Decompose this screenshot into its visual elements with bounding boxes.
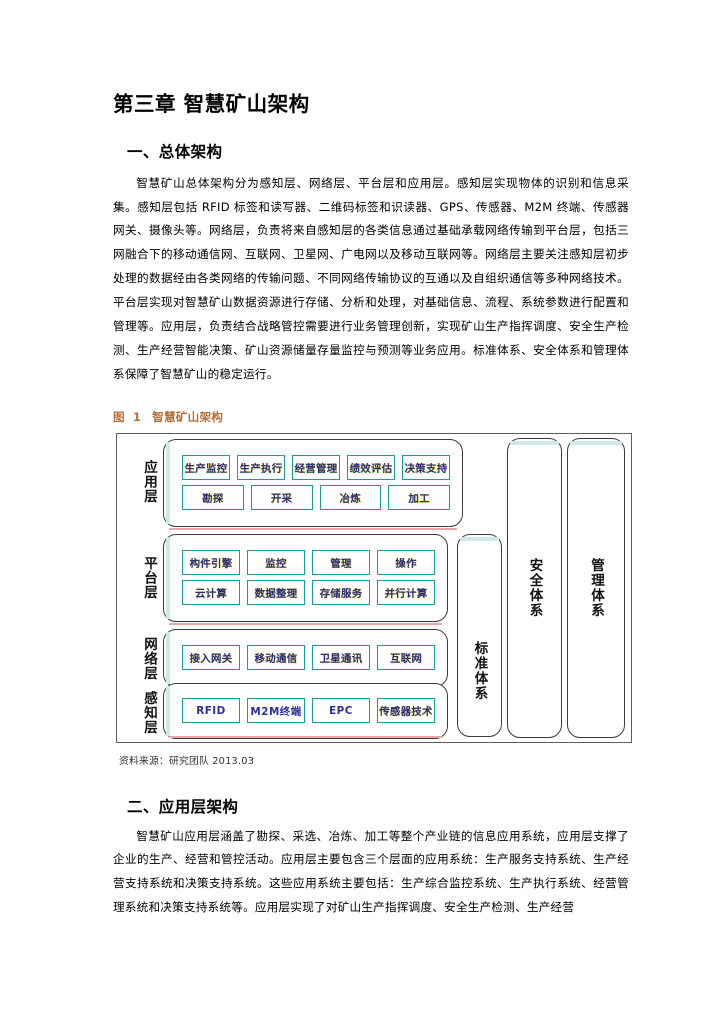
node-epc[interactable]: EPC [312,698,370,723]
node-mining[interactable]: 开采 [250,485,313,510]
node-data-organization[interactable]: 数据整理 [247,580,305,605]
paragraph-overall-architecture: 智慧矿山总体架构分为感知层、网络层、平台层和应用层。感知层实现物体的识别和信息采… [113,175,629,381]
layer-band-network: 接入网关 移动通信 卫星通讯 互联网 [163,628,448,687]
vertical-label-security-system: 安全体系 [526,557,543,618]
separator-perception [169,735,442,738]
node-m2m-terminal[interactable]: M2M终端 [247,698,305,723]
platform-row-2: 云计算 数据整理 存储服务 并行计算 [182,580,435,605]
figure-smart-mine-architecture: 应用层 平台层 网络层 感知层 生产监控 生产执行 经营管理 绩效评估 决策支持 [116,432,632,767]
node-component-engine[interactable]: 构件引擎 [182,550,240,575]
layer-label-application: 应用层 [141,459,157,504]
node-management[interactable]: 管理 [312,550,370,575]
perception-row-1: RFID M2M终端 EPC 传感器技术 [182,698,435,723]
chapter-title: 第三章 智慧矿山架构 [113,92,310,116]
figure-caption-title: 智慧矿山架构 [152,409,224,424]
node-parallel-computing[interactable]: 并行计算 [377,580,435,605]
layer-band-application: 生产监控 生产执行 经营管理 绩效评估 决策支持 勘探 开采 冶炼 加工 [163,438,463,527]
separator-platform [169,622,442,625]
vertical-column-standards-system: 标准体系 [457,533,502,737]
node-production-execution[interactable]: 生产执行 [237,455,285,480]
node-sensor-technology[interactable]: 传感器技术 [377,698,435,723]
figure-caption-prefix: 图 [113,409,125,424]
application-row-1: 生产监控 生产执行 经营管理 绩效评估 决策支持 [182,455,450,480]
section-heading-overall-architecture: 一、总体架构 [127,142,223,161]
application-row-2: 勘探 开采 冶炼 加工 [182,485,450,510]
vertical-label-management-system: 管理体系 [588,557,604,618]
node-operation[interactable]: 操作 [377,550,435,575]
node-processing[interactable]: 加工 [388,485,450,510]
network-row-1: 接入网关 移动通信 卫星通讯 互联网 [182,645,435,670]
node-rfid[interactable]: RFID [182,698,240,723]
figure-caption-number: 1 [132,409,142,424]
node-exploration[interactable]: 勘探 [182,485,244,510]
paragraph-application-layer-architecture: 智慧矿山应用层涵盖了勘探、采选、冶炼、加工等整个产业链的信息应用系统，应用层支撑… [113,828,629,915]
node-access-gateway[interactable]: 接入网关 [182,645,240,670]
node-monitoring[interactable]: 监控 [247,550,305,575]
node-satellite-communication[interactable]: 卫星通讯 [312,645,370,670]
layer-label-platform: 平台层 [141,555,157,600]
node-decision-support[interactable]: 决策支持 [402,455,450,480]
node-cloud-computing[interactable]: 云计算 [182,580,240,605]
node-production-monitoring[interactable]: 生产监控 [182,455,230,480]
node-business-management[interactable]: 经营管理 [292,455,340,480]
section-heading-application-layer-architecture: 二、应用层架构 [127,797,239,816]
layer-label-network: 网络层 [141,636,157,681]
vertical-label-standards-system: 标准体系 [471,641,488,701]
figure-source-note: 资料来源：研究团队 2013.03 [119,755,255,767]
node-storage-service[interactable]: 存储服务 [312,580,370,605]
vertical-column-management-system: 管理体系 [567,437,625,738]
layer-band-perception: RFID M2M终端 EPC 传感器技术 [163,682,448,739]
separator-application [169,527,457,530]
node-internet[interactable]: 互联网 [377,645,435,670]
layer-label-perception: 感知层 [141,690,157,735]
node-smelting[interactable]: 冶炼 [319,485,382,510]
node-performance-evaluation[interactable]: 绩效评估 [347,455,395,480]
architecture-diagram: 应用层 平台层 网络层 感知层 生产监控 生产执行 经营管理 绩效评估 决策支持 [116,432,632,743]
layer-band-platform: 构件引擎 监控 管理 操作 云计算 数据整理 存储服务 并行计算 [163,533,448,622]
node-mobile-communication[interactable]: 移动通信 [247,645,305,670]
platform-row-1: 构件引擎 监控 管理 操作 [182,550,435,575]
vertical-column-security-system: 安全体系 [507,437,562,738]
layer-label-column: 应用层 平台层 网络层 感知层 [117,434,163,742]
